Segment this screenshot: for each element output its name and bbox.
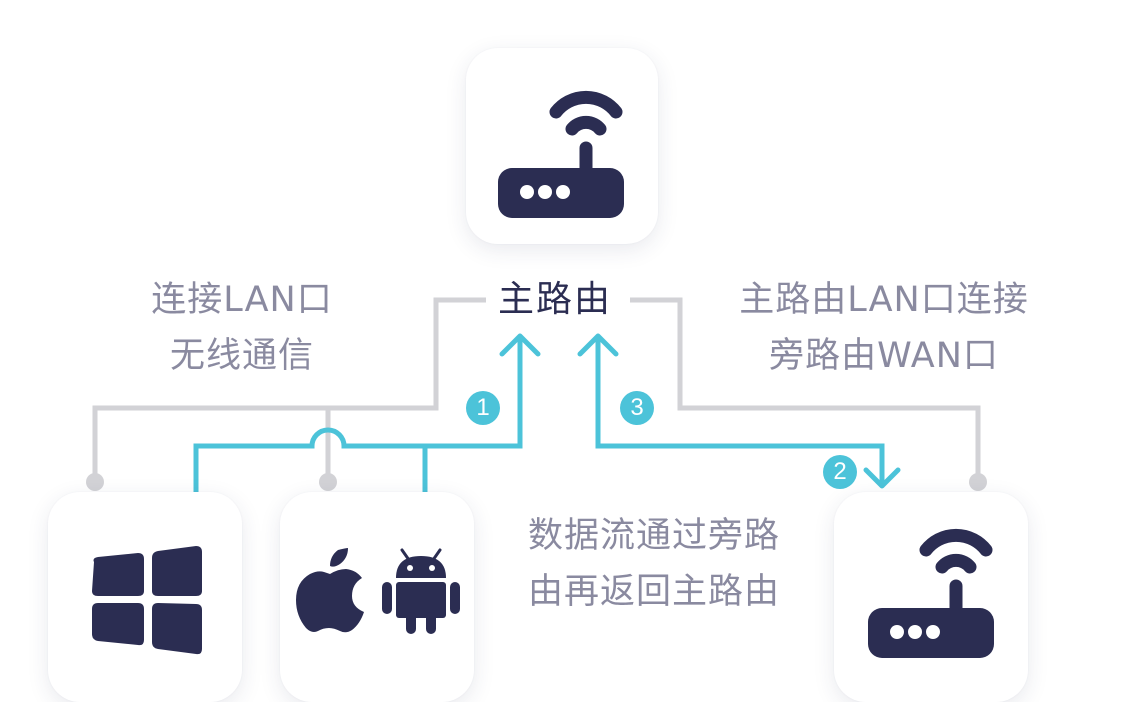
right-annotation-line1: 主路由LAN口连接	[739, 280, 1029, 320]
right-annotation: 主路由LAN口连接 旁路由WAN口	[708, 272, 1060, 384]
windows-client-card[interactable]	[48, 492, 242, 702]
left-wire	[92, 297, 486, 480]
bottom-annotation-line1: 数据流通过旁路	[527, 516, 780, 556]
step-3-badge: 3	[620, 391, 654, 425]
side-router-port-dot	[969, 473, 987, 491]
windows-port-dot	[86, 473, 104, 491]
router-icon	[498, 90, 624, 218]
bottom-annotation: 数据流通过旁路 由再返回主路由	[494, 508, 814, 620]
step-2-badge: 2	[823, 455, 857, 489]
left-annotation-line2: 无线通信	[169, 336, 314, 376]
left-annotation-line1: 连接LAN口	[151, 280, 333, 320]
android-icon	[382, 548, 460, 634]
connection-lines	[86, 297, 987, 492]
flow-3-arrowhead	[577, 333, 619, 357]
right-wire	[630, 297, 981, 480]
right-annotation-line2: 旁路由WAN口	[769, 336, 999, 376]
apple-icon	[296, 548, 364, 633]
main-router-label: 主路由	[498, 279, 613, 320]
mobile-clients-card[interactable]	[280, 492, 474, 702]
flow-2-arrowhead	[863, 467, 901, 489]
flow-1-line	[193, 338, 523, 492]
flow-3-line	[595, 338, 885, 486]
flow-1-arrowhead	[499, 333, 541, 357]
windows-icon	[92, 546, 202, 655]
bottom-annotation-line2: 由再返回主路由	[527, 572, 780, 612]
main-router-card[interactable]	[466, 48, 658, 244]
router-icon	[868, 528, 994, 658]
step-1-badge: 1	[466, 391, 500, 425]
mobile-port-dot	[319, 473, 337, 491]
side-router-card[interactable]	[834, 492, 1028, 702]
left-annotation: 连接LAN口 无线通信	[130, 272, 354, 384]
